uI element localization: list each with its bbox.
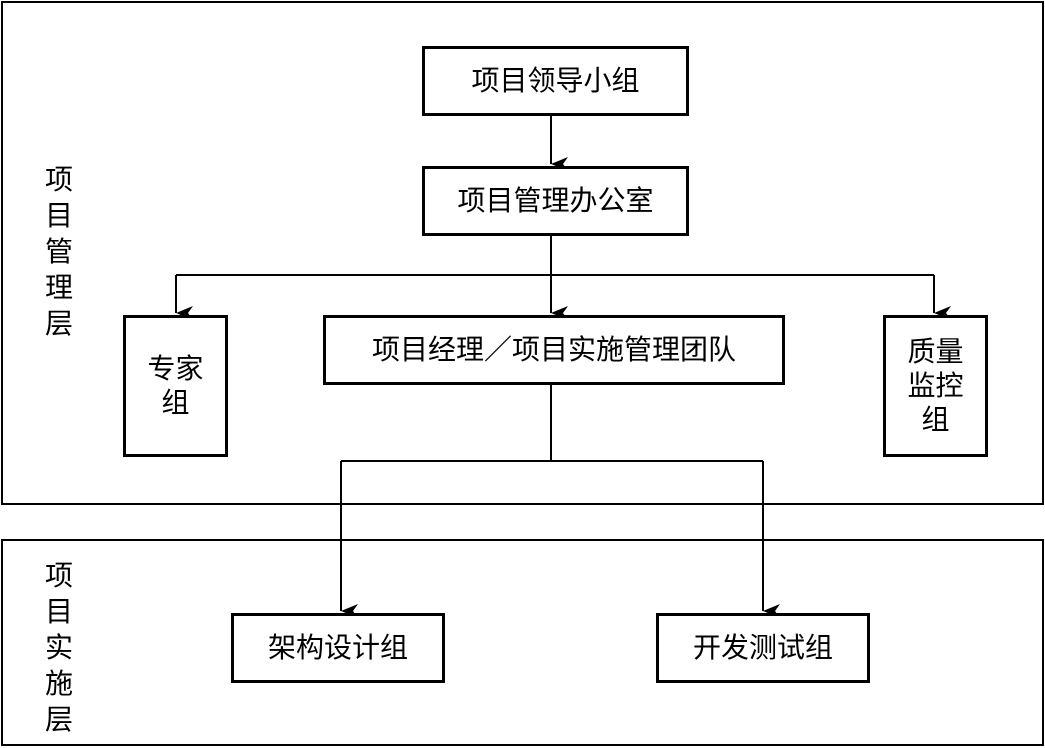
- quality-group-label: 质量监控组: [907, 335, 964, 436]
- implementation-layer-label: 项目实施层: [44, 559, 73, 736]
- expert-group-box: 专家组: [123, 315, 228, 457]
- pmo-box: 项目管理办公室: [422, 166, 689, 236]
- quality-group-box: 质量监控组: [883, 315, 988, 457]
- devtest-group-label: 开发测试组: [692, 631, 833, 664]
- implementation-layer-frame: [1, 539, 1044, 746]
- architecture-group-label: 架构设计组: [267, 631, 408, 664]
- devtest-group-box: 开发测试组: [656, 613, 870, 683]
- leader-group-box: 项目领导小组: [422, 46, 689, 116]
- leader-group-label: 项目领导小组: [471, 64, 640, 97]
- pm-team-label: 项目经理／项目实施管理团队: [371, 333, 736, 366]
- management-layer-label: 项目管理层: [44, 163, 73, 340]
- pmo-label: 项目管理办公室: [457, 184, 654, 217]
- pm-team-box: 项目经理／项目实施管理团队: [323, 315, 785, 385]
- architecture-group-box: 架构设计组: [231, 613, 445, 683]
- expert-group-label: 专家组: [147, 352, 204, 419]
